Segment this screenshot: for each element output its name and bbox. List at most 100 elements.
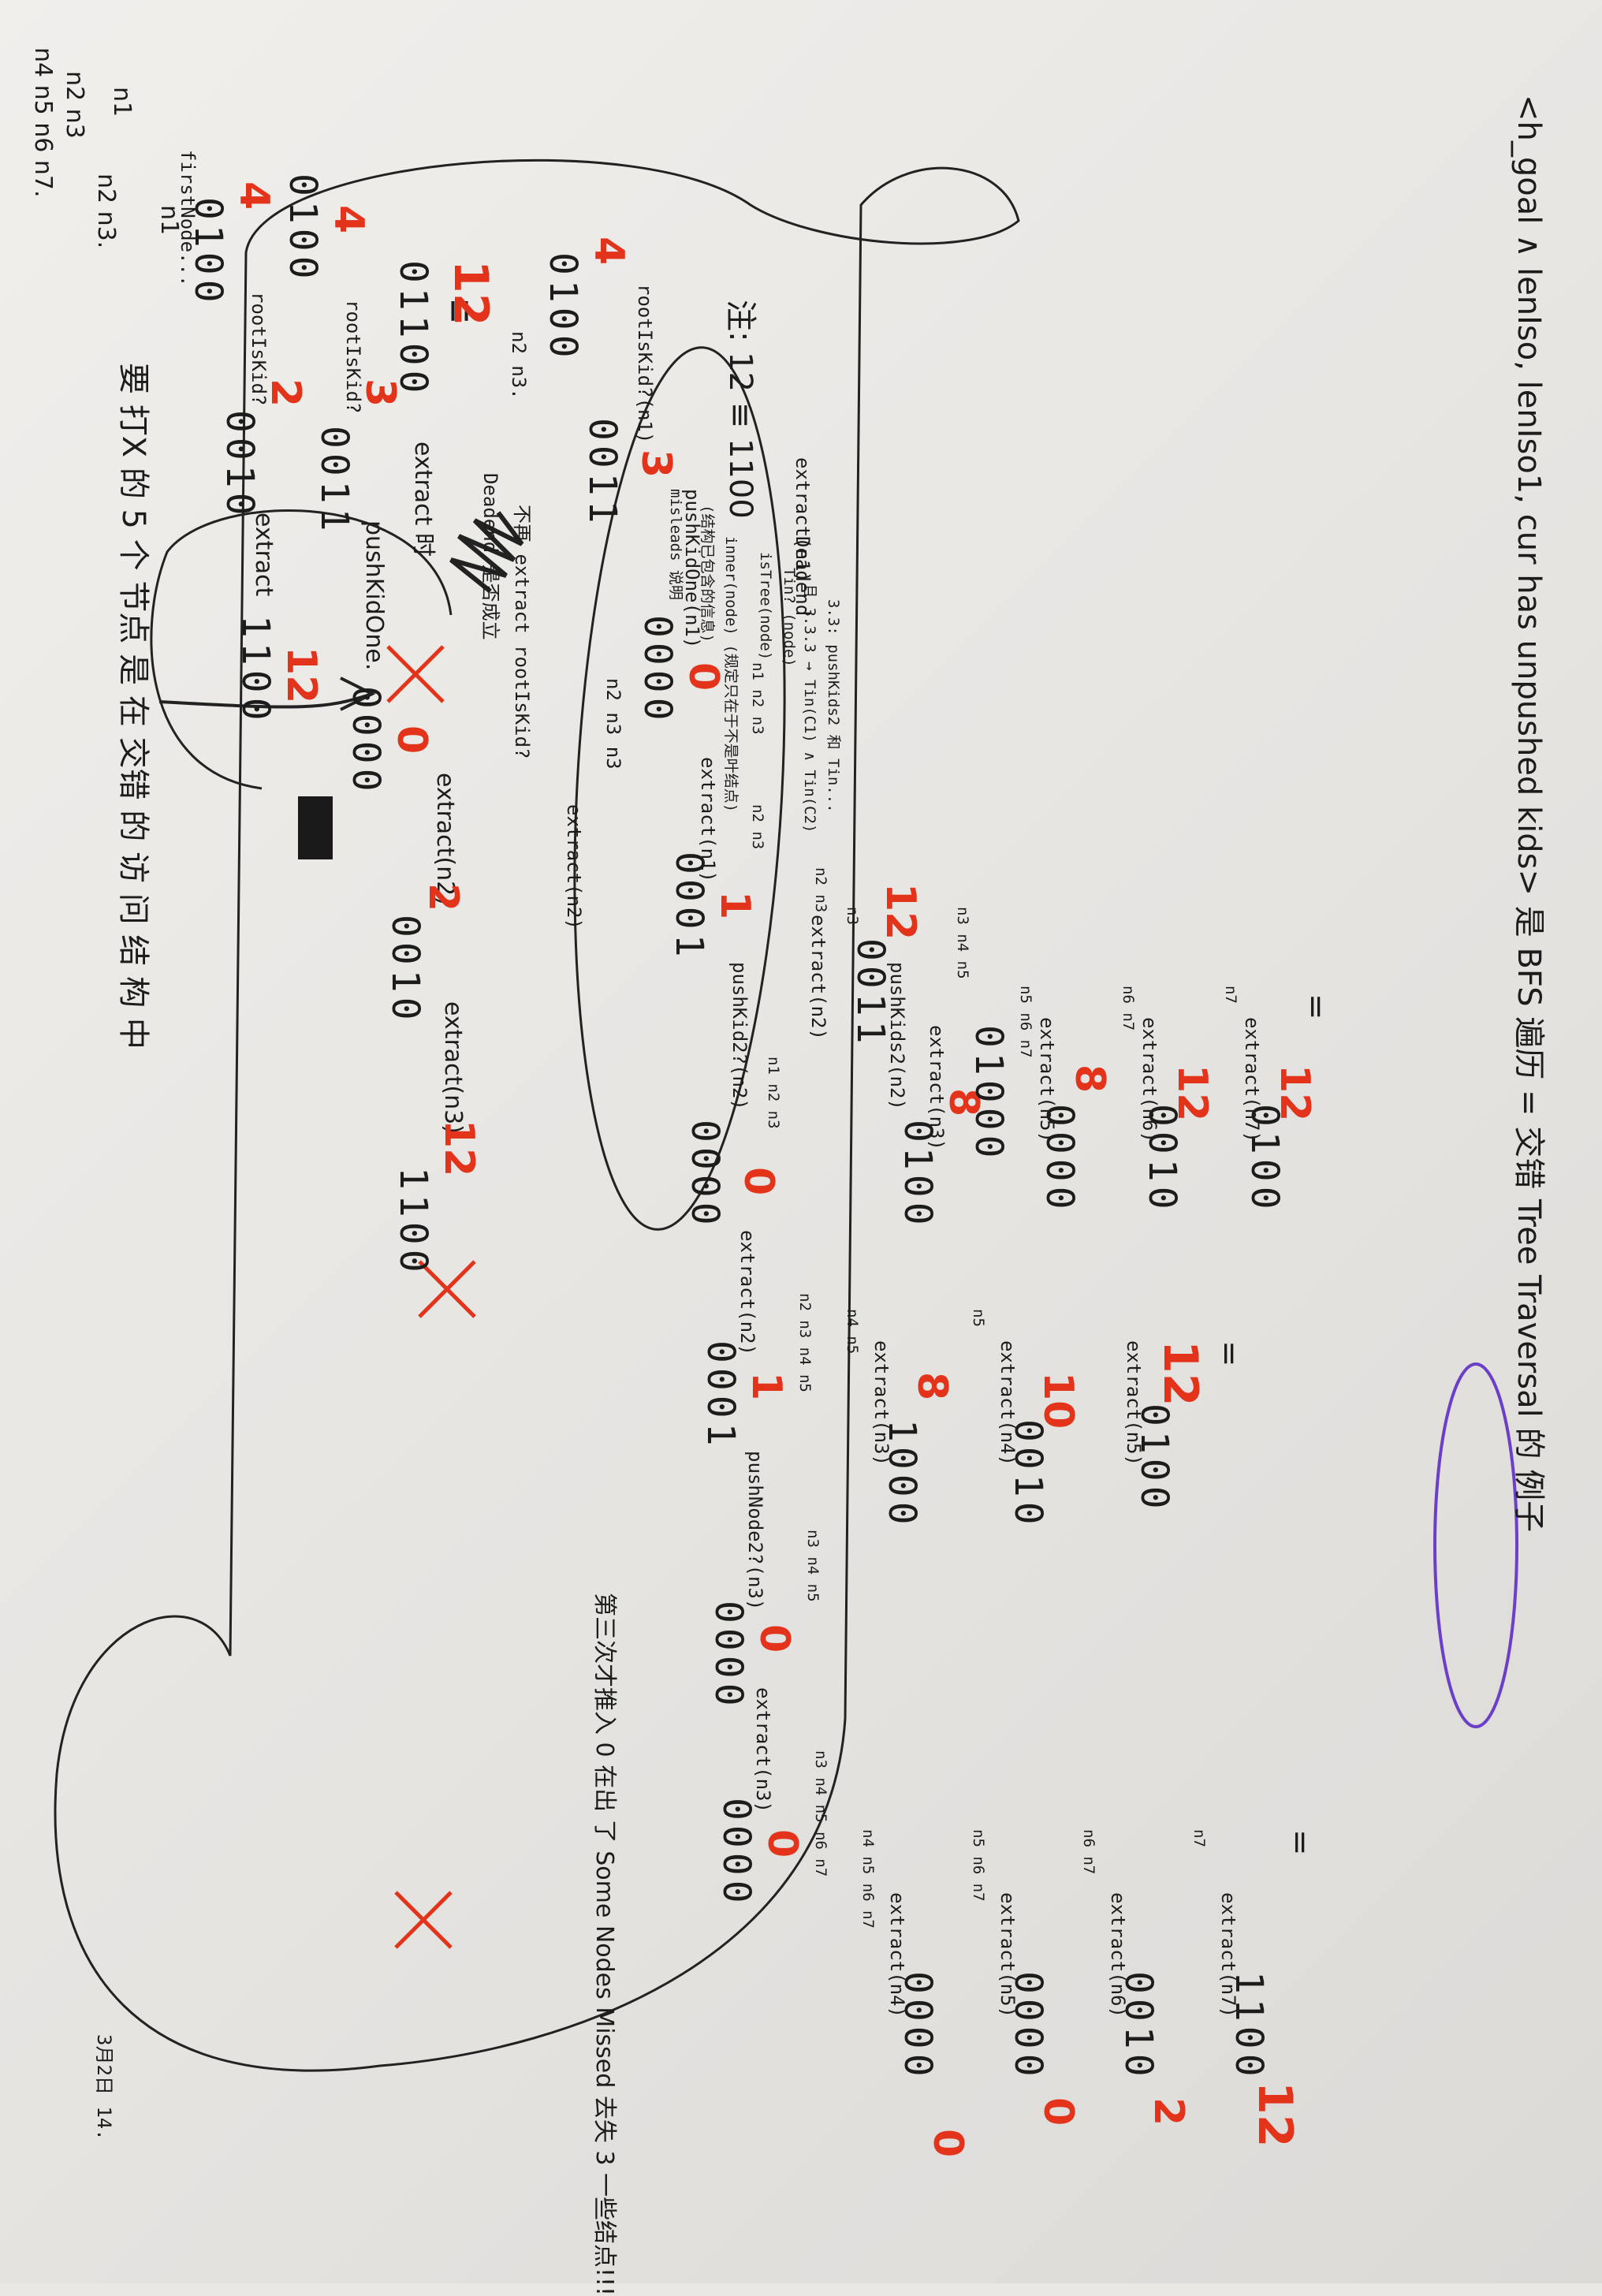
tree2-leaves: n4 n5 n6 n7.	[29, 47, 57, 198]
col4-q3: n6 n7	[1080, 1829, 1097, 1875]
col-left-head: 注: 12 ≡ 1100	[722, 300, 758, 519]
row3-op4: pushKid2?(n2)	[728, 962, 751, 1110]
row2b-n0: 12	[443, 260, 498, 326]
col-left-note5: Tin? (node)	[781, 568, 798, 667]
col-left-note2: (结构已包含的信息)	[699, 505, 716, 643]
row2-op4: extract(n3)	[439, 1001, 467, 1134]
col2-n4: 8	[1066, 1064, 1113, 1094]
row3-op6: pushNode2?(n3)	[744, 1451, 766, 1611]
row3-n4: 0	[735, 1167, 782, 1196]
col3-q2: n5	[970, 1309, 987, 1327]
note-bubble	[150, 509, 453, 790]
row1-start: 0100	[186, 197, 230, 308]
row3-op5: extract(n2)	[736, 1230, 758, 1355]
col-left-nn: n1 n2 n3	[749, 662, 766, 735]
row1-op2: extract	[250, 512, 278, 597]
col4-n2: 0	[1034, 2097, 1082, 2126]
col4-v2: 0000	[1006, 1971, 1050, 2082]
row2-n4: 12	[435, 1120, 482, 1177]
row3-q5: n3 n4 n5 n6 n7	[812, 1750, 829, 1877]
row2-op2: pushKidOne.	[360, 520, 388, 671]
red-cross-1	[386, 645, 445, 703]
col-left-note3: inner(node) (规定只在于不是叶结点)	[722, 536, 740, 813]
col3-v1: 1000	[880, 1419, 924, 1530]
col3-eq: =	[1211, 1340, 1247, 1367]
scribble	[449, 511, 524, 594]
row3-n3: 1	[711, 891, 758, 920]
row3-start: 0100	[541, 252, 585, 363]
row1-n2: 12	[278, 647, 325, 704]
col4-n1: 0	[924, 2129, 971, 2158]
col-left-note6: 且 3.3.3 → Tin(C1) ∧ Tin(C2)	[801, 583, 818, 833]
col2-op2: pushKids2(n2)	[886, 962, 908, 1110]
col4-v3: 0010	[1116, 1971, 1161, 2082]
col2-q4: n5 n6 n7	[1017, 986, 1034, 1058]
col2-q6: n7	[1222, 986, 1239, 1004]
row1-v2: 1100	[233, 615, 278, 725]
row1-n0: 4	[230, 181, 278, 211]
highlight-ring	[1433, 1362, 1518, 1728]
row3-n7: 0	[758, 1829, 806, 1858]
row3-q4: n3 n4 n5	[804, 1530, 821, 1602]
col4-n3: 2	[1145, 2097, 1192, 2126]
col4-v1: 0000	[896, 1971, 940, 2082]
row3-v7: 0000	[714, 1798, 758, 1908]
col3-n2: 10	[1034, 1372, 1082, 1429]
red-cross-3	[394, 1891, 453, 1949]
col2-v4: 0000	[1038, 1104, 1082, 1214]
col2-q1: n2 n3	[812, 867, 829, 913]
row2b-box1: Deadend 是否成立	[479, 473, 501, 640]
row2-v1: 0011	[312, 426, 356, 536]
row3-q1: n2 n3	[749, 804, 766, 850]
col2-n5: 12	[1168, 1064, 1216, 1122]
tree2-root: n1	[108, 87, 136, 117]
row3-v6: 0000	[706, 1601, 751, 1711]
col3-n3: 12	[1153, 1340, 1208, 1407]
row2b-extract2: extract(n2)	[563, 804, 585, 930]
right-note: 第三次才推入 0 在出 了 Some Nodes Missed 去失 3 一些结…	[591, 1593, 618, 2296]
col3-v2: 0010	[1006, 1419, 1050, 1530]
row3-n1: 3	[632, 449, 680, 479]
row1-n1: 2	[262, 378, 309, 408]
ink-blotch	[298, 796, 333, 859]
col2-ex1: extract(n2)	[807, 915, 829, 1040]
row2-n2: 0	[388, 725, 435, 755]
col2-q5: n6 n7	[1120, 986, 1137, 1031]
col2-eq: =	[1298, 993, 1334, 1020]
row3-n6: 0	[751, 1624, 798, 1653]
row2-v2: 0000	[344, 686, 388, 796]
row2-start: 0100	[281, 173, 325, 284]
row3-op7: extract(n3)	[752, 1687, 774, 1813]
col2-n6: 12	[1271, 1064, 1318, 1122]
row3-v1: 0011	[580, 418, 624, 528]
row2-v4: 1100	[391, 1167, 435, 1277]
col-left-note4: isTree(node)	[757, 552, 774, 661]
traversal-loop	[54, 158, 1020, 2072]
col4-q1: n4 n5 n6 n7	[859, 1829, 877, 1929]
row2b-start: 01100	[391, 260, 435, 398]
row3-op1: rootIsKid?(n1)	[634, 284, 656, 444]
page-title: <h_goal ∧ lenIso, lenIso1, cur has unpus…	[1511, 95, 1547, 1533]
tree2-kids: n2 n3	[61, 71, 88, 139]
row2b-cnt: n2 n3 n3	[602, 678, 624, 770]
col-left-bottom: 要 打X 的 5 个 节点 是 在 交错 的 访 问 结 构 中	[115, 363, 151, 1049]
row3-n2: 0	[680, 662, 727, 691]
tree1-kids: n2 n3.	[92, 173, 120, 249]
col3-v3: 0100	[1132, 1403, 1176, 1514]
row2b-oval	[573, 346, 786, 1231]
col-left-note7: 3.3: pushKids2 和 Tin...	[825, 599, 842, 813]
row2b-box2: 不再 extract rootIsKid?	[511, 505, 533, 759]
row3-v3: 0001	[667, 852, 711, 962]
red-cross-2	[418, 1260, 476, 1318]
row1-v1: 0010	[218, 410, 262, 520]
row3-q2: n1 n2 n3	[765, 1057, 782, 1129]
col-left-note1: misleads 说明	[667, 489, 684, 600]
pointer-arrow	[158, 676, 376, 711]
row3-v5: 0001	[699, 1340, 743, 1451]
row3-v4: 0000	[683, 1120, 727, 1230]
row2-n0: 4	[325, 205, 372, 234]
row3-n5: 1	[743, 1372, 790, 1401]
col2-q3: n3 n4 n5	[954, 907, 971, 979]
